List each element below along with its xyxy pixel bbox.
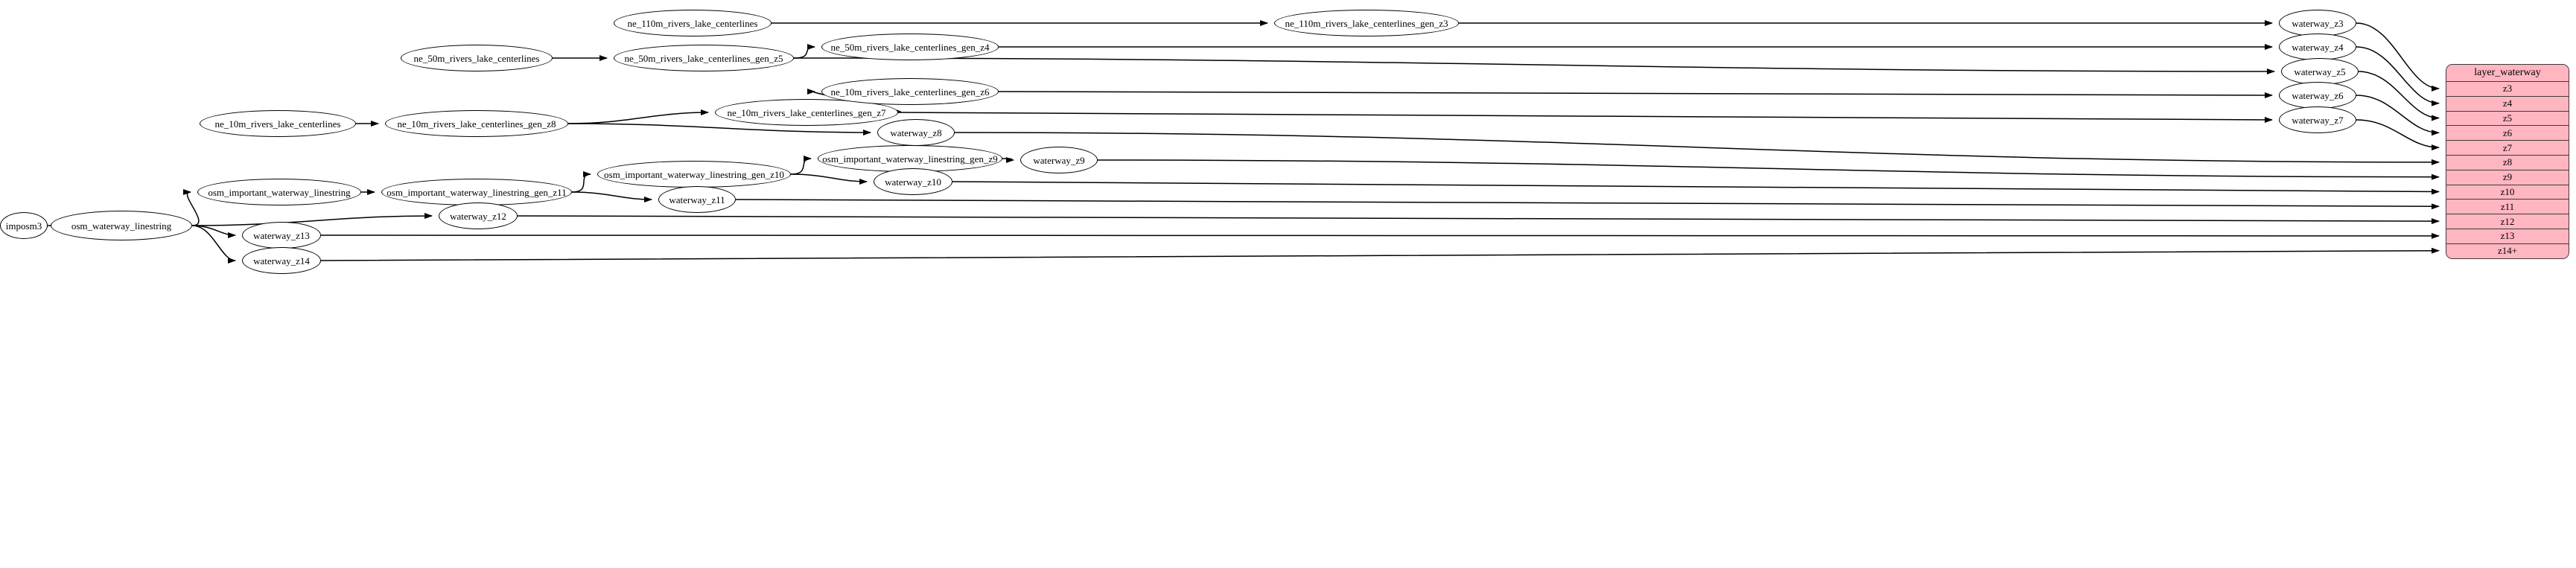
graph-edge xyxy=(1097,159,2440,180)
graph-edge xyxy=(998,91,2273,98)
graph-edge xyxy=(517,215,2440,225)
graph-node-ne-10m-rivers-lake-centerlines[interactable]: ne_10m_rivers_lake_centerlines xyxy=(200,110,356,137)
graph-edge xyxy=(954,132,2440,165)
graph-node-waterway-z12[interactable]: waterway_z12 xyxy=(439,202,518,229)
graph-node-waterway-z13[interactable]: waterway_z13 xyxy=(242,222,321,249)
graph-node-label: osm_important_waterway_linestring xyxy=(208,186,351,198)
graph-node-label: ne_50m_rivers_lake_centerlines_gen_z5 xyxy=(624,52,783,64)
graph-edge xyxy=(571,171,591,193)
table-row[interactable]: z11 xyxy=(2446,199,2569,214)
graph-node-label: waterway_z3 xyxy=(2292,17,2344,29)
graph-node-label: ne_10m_rivers_lake_centerlines_gen_z6 xyxy=(830,86,990,98)
graph-node-waterway-z9[interactable]: waterway_z9 xyxy=(1020,147,1098,173)
graph-edge xyxy=(571,191,652,202)
table-row[interactable]: z14+ xyxy=(2446,243,2569,258)
graph-edge xyxy=(735,199,2440,210)
graph-node-label: ne_50m_rivers_lake_centerlines xyxy=(413,52,540,64)
graph-node-label: imposm3 xyxy=(5,220,42,232)
table-row[interactable]: z7 xyxy=(2446,140,2569,155)
table-row[interactable]: z6 xyxy=(2446,125,2569,141)
table-row[interactable]: z5 xyxy=(2446,110,2569,126)
graph-node-waterway-z6[interactable]: waterway_z6 xyxy=(2279,82,2356,109)
graph-node-label: waterway_z7 xyxy=(2292,114,2344,126)
graph-node-label: waterway_z4 xyxy=(2292,41,2344,53)
graph-node-waterway-z14[interactable]: waterway_z14 xyxy=(242,247,321,274)
graph-node-ne-10m-rivers-lake-centerlines-gen-z6[interactable]: ne_10m_rivers_lake_centerlines_gen_z6 xyxy=(821,78,999,105)
graph-node-ne-110m-rivers-lake-centerlines-gen-z3[interactable]: ne_110m_rivers_lake_centerlines_gen_z3 xyxy=(1274,10,1459,36)
table-row[interactable]: z12 xyxy=(2446,214,2569,229)
graph-node-waterway-z3[interactable]: waterway_z3 xyxy=(2279,10,2356,36)
graph-node-label: waterway_z10 xyxy=(885,176,941,188)
graph-node-ne-50m-rivers-lake-centerlines[interactable]: ne_50m_rivers_lake_centerlines xyxy=(401,45,553,71)
graph-node-label: ne_10m_rivers_lake_centerlines_gen_z8 xyxy=(397,118,556,130)
graph-node-label: ne_110m_rivers_lake_centerlines_gen_z3 xyxy=(1285,17,1448,29)
graph-node-label: osm_important_waterway_linestring_gen_z1… xyxy=(387,186,567,198)
graph-node-label: waterway_z11 xyxy=(669,194,725,205)
graph-node-ne-50m-rivers-lake-centerlines-gen-z4[interactable]: ne_50m_rivers_lake_centerlines_gen_z4 xyxy=(821,33,999,60)
table-row[interactable]: z3 xyxy=(2446,81,2569,96)
graph-node-label: osm_waterway_linestring xyxy=(71,220,172,232)
table-row[interactable]: z9 xyxy=(2446,169,2569,185)
graph-node-osm-important-waterway-linestring-gen-z10[interactable]: osm_important_waterway_linestring_gen_z1… xyxy=(597,161,791,188)
graph-node-imposm3[interactable]: imposm3 xyxy=(0,212,48,239)
graph-node-ne-10m-rivers-lake-centerlines-gen-z8[interactable]: ne_10m_rivers_lake_centerlines_gen_z8 xyxy=(385,110,568,137)
graph-edge xyxy=(320,247,2440,261)
graph-edge xyxy=(1002,156,1014,163)
table-row[interactable]: z8 xyxy=(2446,154,2569,170)
graph-edge xyxy=(567,109,709,124)
graph-edge xyxy=(793,44,815,59)
graph-node-label: ne_50m_rivers_lake_centerlines_gen_z4 xyxy=(830,41,990,53)
graph-edge xyxy=(790,156,812,175)
table-row[interactable]: z13 xyxy=(2446,228,2569,243)
graph-node-label: ne_10m_rivers_lake_centerlines_gen_z7 xyxy=(727,106,886,118)
graph-edge xyxy=(2358,71,2440,121)
graph-edge xyxy=(2356,46,2440,106)
graph-node-waterway-z5[interactable]: waterway_z5 xyxy=(2281,58,2359,85)
graph-node-label: waterway_z14 xyxy=(253,255,310,267)
graph-node-waterway-z7[interactable]: waterway_z7 xyxy=(2279,106,2356,133)
graph-edge xyxy=(320,232,2440,239)
graph-edge xyxy=(793,57,2275,74)
graph-node-label: osm_important_waterway_linestring_gen_z9 xyxy=(822,153,998,165)
graph-node-waterway-z11[interactable]: waterway_z11 xyxy=(658,186,736,213)
graph-node-waterway-z8[interactable]: waterway_z8 xyxy=(877,119,955,146)
graph-node-osm-waterway-linestring[interactable]: osm_waterway_linestring xyxy=(51,211,192,240)
graph-node-label: ne_110m_rivers_lake_centerlines xyxy=(627,17,758,29)
graph-node-osm-important-waterway-linestring[interactable]: osm_important_waterway_linestring xyxy=(197,179,361,205)
graph-node-label: waterway_z12 xyxy=(450,210,506,222)
graph-node-ne-50m-rivers-lake-centerlines-gen-z5[interactable]: ne_50m_rivers_lake_centerlines_gen_z5 xyxy=(614,45,794,71)
graph-edge xyxy=(2356,119,2440,151)
graph-node-label: waterway_z5 xyxy=(2294,66,2346,77)
graph-node-osm-important-waterway-linestring-gen-z11[interactable]: osm_important_waterway_linestring_gen_z1… xyxy=(381,179,572,205)
graph-node-waterway-z10[interactable]: waterway_z10 xyxy=(874,168,953,195)
graph-node-label: ne_10m_rivers_lake_centerlines xyxy=(214,118,341,130)
graph-edge xyxy=(567,123,871,135)
graph-node-label: waterway_z13 xyxy=(253,229,310,241)
graph-node-waterway-z4[interactable]: waterway_z4 xyxy=(2279,33,2356,60)
graph-edge xyxy=(191,213,433,226)
graph-edge xyxy=(952,181,2440,195)
graph-edge xyxy=(191,225,236,264)
graph-edge xyxy=(790,173,868,185)
table-header: layer_waterway xyxy=(2446,65,2569,81)
graph-edge xyxy=(182,189,200,226)
graph-node-label: waterway_z6 xyxy=(2292,89,2344,101)
graph-node-label: osm_important_waterway_linestring_gen_z1… xyxy=(604,168,784,180)
graph-edge xyxy=(2356,22,2440,92)
graph-node-label: waterway_z8 xyxy=(890,127,942,138)
graph-node-label: waterway_z9 xyxy=(1033,154,1085,166)
graph-edge xyxy=(2356,95,2440,136)
graph-node-ne-110m-rivers-lake-centerlines[interactable]: ne_110m_rivers_lake_centerlines xyxy=(614,10,772,36)
graph-edge xyxy=(897,112,2273,123)
table-row[interactable]: z10 xyxy=(2446,184,2569,200)
table-row[interactable]: z4 xyxy=(2446,95,2569,111)
